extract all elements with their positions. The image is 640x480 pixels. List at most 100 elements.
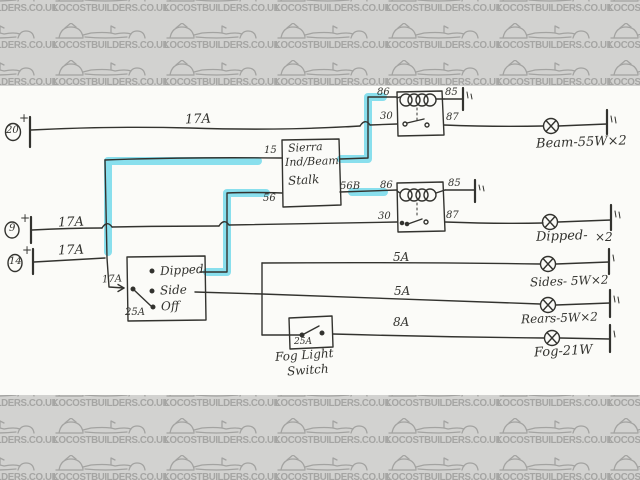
feed-20-fuse-label: 17A [184, 111, 212, 128]
stalk-label-line3: Stalk [287, 172, 320, 188]
relay-box [396, 90, 445, 137]
watermark-tile: LOCOSTBUILDERS.CO.UK [164, 395, 281, 418]
locost-car-logo-icon [0, 457, 35, 471]
relay-contact-87 [423, 219, 429, 225]
watermark-text: LOCOSTBUILDERS.CO.UK [164, 472, 281, 480]
relay-coil [396, 188, 446, 202]
locost-car-logo-icon [0, 420, 35, 434]
locost-car-logo-icon [610, 455, 640, 471]
highlight-feed-to-stalk [104, 157, 262, 256]
relay-coil [396, 93, 445, 107]
watermark-text: LOCOSTBUILDERS.CO.UK [0, 3, 59, 14]
watermark-tile: LOCOSTBUILDERS.CO.UK [608, 455, 640, 480]
watermark-text: LOCOSTBUILDERS.CO.UK [0, 398, 59, 409]
locost-car-logo-icon [610, 23, 640, 39]
watermark-text: LOCOSTBUILDERS.CO.UK [53, 40, 170, 51]
fog-lamp-circuit [543, 323, 616, 354]
watermark-tile: LOCOSTBUILDERS.CO.UK [386, 0, 503, 23]
dip-relay-87: 87 [446, 210, 459, 221]
feed-20-plus: + [19, 111, 30, 125]
switch-input-fuse-label: 17A [101, 273, 123, 286]
switch-box [288, 315, 334, 350]
stalk-terminal-15: 15 [264, 145, 277, 156]
stalk-terminal-56b: 56B [340, 181, 361, 192]
ground-symbol [605, 108, 617, 136]
watermark-tile: LOCOSTBUILDERS.CO.UK [608, 23, 640, 60]
watermark-text: LOCOSTBUILDERS.CO.UK [275, 435, 392, 446]
fog-fuse-label: 8A [393, 315, 410, 329]
side-output-wire [194, 291, 263, 295]
locost-car-logo-icon [610, 60, 640, 76]
watermark-band-bottom: LOCOSTBUILDERS.CO.UK LOCOSTBUILDERS.CO.U… [0, 395, 640, 480]
watermark-tile: LOCOSTBUILDERS.CO.UK [497, 455, 614, 480]
sides-fuse-label: 5A [393, 250, 410, 264]
watermark-text: LOCOSTBUILDERS.CO.UK [386, 472, 503, 480]
fog-switch [288, 315, 545, 350]
switch-position-side: Side [159, 282, 188, 298]
watermark-text: LOCOSTBUILDERS.CO.UK [608, 77, 640, 86]
watermark-text: LOCOSTBUILDERS.CO.UK [164, 435, 281, 446]
watermark-text: LOCOSTBUILDERS.CO.UK [53, 398, 170, 409]
ground-symbol [473, 178, 485, 204]
wire-arrowhead [117, 283, 125, 293]
watermark-text: LOCOSTBUILDERS.CO.UK [386, 3, 503, 14]
locost-car-logo-icon [610, 418, 640, 434]
watermark-tile: LOCOSTBUILDERS.CO.UK [386, 418, 503, 455]
locost-car-logo-icon [55, 0, 146, 2]
locost-car-logo-icon [388, 60, 479, 76]
feed-14 [7, 247, 106, 276]
watermark-text: LOCOSTBUILDERS.CO.UK [164, 77, 281, 86]
dip-relay [396, 178, 485, 233]
beam-relay-87: 87 [446, 112, 459, 123]
watermark-text: LOCOSTBUILDERS.CO.UK [497, 40, 614, 51]
feed-20 [4, 115, 398, 149]
feed-14-fuse-label: 17A [57, 242, 85, 259]
locost-car-logo-icon [388, 455, 479, 471]
watermark-tile: LOCOSTBUILDERS.CO.UK [0, 0, 59, 23]
locost-car-logo-icon [55, 23, 146, 39]
locost-car-logo-icon [277, 0, 368, 2]
watermark-text: LOCOSTBUILDERS.CO.UK [164, 3, 281, 14]
fog-wire [332, 333, 545, 339]
watermark-tile: LOCOSTBUILDERS.CO.UK [53, 395, 170, 418]
rears-fuse-label: 5A [394, 284, 411, 298]
feed-9-id: 9 [9, 223, 16, 234]
watermark-text: LOCOSTBUILDERS.CO.UK [275, 3, 392, 14]
ground-symbol [608, 288, 620, 319]
locost-car-logo-icon [55, 60, 146, 76]
relay-contact-87 [424, 122, 430, 128]
locost-car-logo-icon [499, 418, 590, 434]
watermark-text: LOCOSTBUILDERS.CO.UK [386, 398, 503, 409]
sides-wire [261, 261, 541, 265]
wire-hop [359, 121, 371, 127]
watermark-text: LOCOSTBUILDERS.CO.UK [164, 398, 281, 409]
beam-lamp-circuit [443, 108, 617, 136]
watermark-tile: LOCOSTBUILDERS.CO.UK [164, 418, 281, 455]
watermark-tile: LOCOSTBUILDERS.CO.UK [386, 455, 503, 480]
watermark-text: LOCOSTBUILDERS.CO.UK [608, 435, 640, 446]
rears-lamp-label: Rears-5W×2 [520, 309, 599, 327]
locost-car-logo-icon [166, 0, 257, 2]
beam-relay [396, 86, 473, 137]
rears-wire [261, 293, 541, 305]
watermark-text: LOCOSTBUILDERS.CO.UK [0, 435, 59, 446]
fog-lamp-icon [543, 329, 561, 347]
feed-14-plus: + [22, 243, 33, 257]
watermark-tile: LOCOSTBUILDERS.CO.UK [497, 395, 614, 418]
relay-box [396, 181, 446, 233]
feed-9-fuse-label: 17A [57, 214, 85, 231]
watermark-tile: LOCOSTBUILDERS.CO.UK [53, 23, 170, 60]
locost-car-logo-icon [277, 418, 368, 434]
feed-9-plus: + [20, 211, 31, 225]
locost-car-logo-icon [499, 455, 590, 471]
locost-car-logo-icon [388, 418, 479, 434]
watermark-text: LOCOSTBUILDERS.CO.UK [53, 77, 170, 86]
watermark-tile: LOCOSTBUILDERS.CO.UK [53, 60, 170, 86]
sides-lamp-circuit [539, 247, 615, 276]
stalk-terminal-56: 56 [263, 193, 276, 204]
watermark-tile: LOCOSTBUILDERS.CO.UK [386, 395, 503, 418]
watermark-tile: LOCOSTBUILDERS.CO.UK [386, 60, 503, 86]
watermark-tile: LOCOSTBUILDERS.CO.UK [608, 418, 640, 455]
watermark-tile: LOCOSTBUILDERS.CO.UK [164, 60, 281, 86]
ground-symbol [461, 86, 473, 112]
